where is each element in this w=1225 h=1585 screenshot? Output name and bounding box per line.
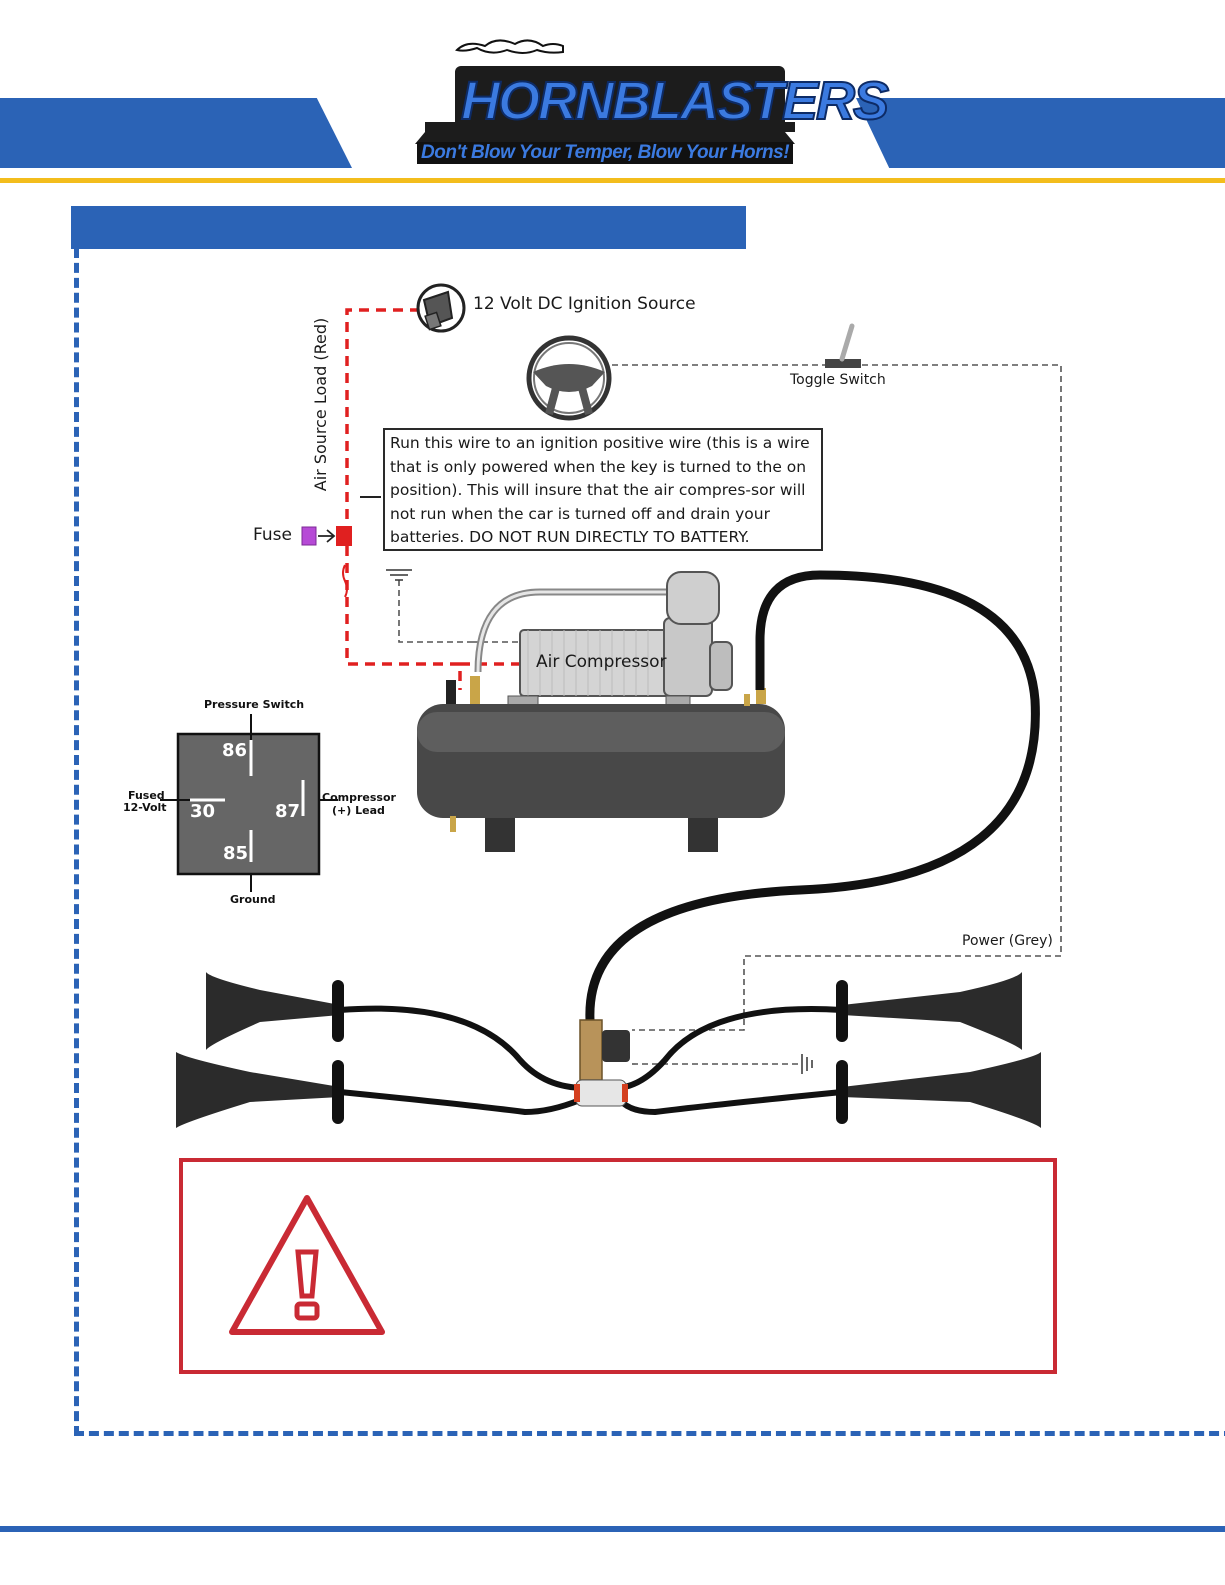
power-wire-label: Power (Grey): [962, 933, 1053, 949]
brand-tagline: Don't Blow Your Temper, Blow Your Horns!: [417, 142, 794, 164]
air-tank: [417, 676, 785, 852]
header-bar-left: [0, 98, 352, 168]
relay-pin-86: 86: [222, 740, 248, 761]
steering-wheel-icon: [526, 335, 612, 421]
power-wire: [398, 364, 1062, 1065]
ignition-wire-note: Run this wire to an ignition positive wi…: [383, 428, 823, 551]
relay-label-ground: Ground: [230, 893, 276, 906]
relay-label-positive-lead: (+) Lead: [332, 804, 385, 817]
footer-line: [0, 1526, 1225, 1532]
warning-box: [179, 1158, 1057, 1374]
horn-air-lines: [339, 1005, 843, 1116]
horn-top-left: [206, 972, 344, 1050]
warning-triangle-icon: [229, 1195, 385, 1335]
relay-label-12-volt: 12-Volt: [123, 801, 167, 814]
train-silhouette-icon: [415, 39, 795, 144]
air-compressor: [474, 571, 733, 707]
ground-icon: [386, 569, 813, 1074]
air-compressor-label: Air Compressor: [536, 652, 667, 672]
relay-pin-85: 85: [223, 843, 249, 864]
fuse-icon: [301, 526, 352, 598]
relay-label-fused: Fused: [128, 789, 165, 802]
header-gold-line: [0, 178, 1225, 183]
air-source-wire: [345, 308, 520, 690]
relay-pin-30: 30: [190, 801, 216, 822]
relay-pin-87: 87: [275, 801, 301, 822]
ignition-key-icon: [416, 283, 466, 333]
relay-label-pressure-switch: Pressure Switch: [204, 698, 305, 711]
fuse-label: Fuse: [253, 525, 292, 545]
toggle-switch-label: Toggle Switch: [790, 372, 886, 388]
toggle-switch-icon: [825, 323, 861, 368]
main-air-hose: [585, 570, 1040, 1021]
relay-diagram: [160, 714, 338, 892]
brand-logo: HORNBLASTERS Don't Blow Your Temper, Blo…: [415, 36, 890, 168]
content-dashed-frame: [74, 248, 1225, 1436]
brand-name: HORNBLASTERS: [460, 70, 890, 132]
ignition-source-label: 12 Volt DC Ignition Source: [473, 294, 696, 314]
horn-top-right: [836, 972, 1022, 1050]
header-bar-right: [856, 98, 1225, 168]
relay-label-compressor: Compressor: [322, 791, 396, 804]
horn-bottom-left: [176, 1052, 344, 1128]
horn-bottom-right: [836, 1052, 1041, 1128]
section-header-bar: [71, 206, 746, 249]
solenoid-valve: [574, 1019, 630, 1107]
air-source-load-label: Air Source Load (Red): [311, 317, 331, 492]
